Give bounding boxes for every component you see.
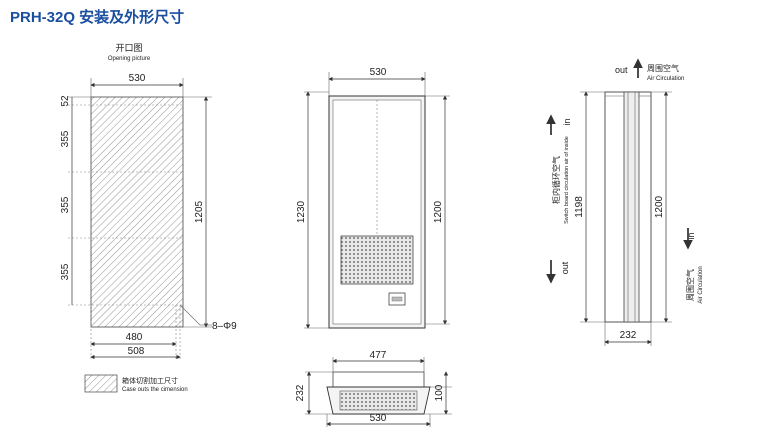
page-title: PRH-32Q 安装及外形尺寸 [10, 9, 185, 26]
opening-seg1: 52 [60, 95, 71, 107]
legend-cn: 箱体切割加工尺寸 [122, 376, 178, 385]
side-view: out 周围空气 Air Circulation in 柜内循环空气 Switc… [546, 58, 704, 346]
opening-height: 1205 [194, 200, 205, 223]
opening-title-en: Opening picture [108, 56, 151, 62]
side-height-right: 1200 [654, 195, 665, 218]
side-left-cn: 柜内循环空气 [551, 156, 561, 204]
opening-holes-label: 8–Φ9 [212, 321, 237, 332]
legend-swatch [84, 374, 118, 393]
side-top-en: Air Circulation [647, 76, 684, 82]
bottom-height-left: 232 [295, 384, 306, 401]
side-center-panel [623, 91, 640, 323]
front-width: 530 [370, 67, 387, 78]
side-right-en: Air Circulation [698, 266, 704, 303]
bottom-width: 530 [370, 413, 387, 424]
bottom-top-width: 477 [370, 350, 387, 361]
legend: 箱体切割加工尺寸 Case outs the cimension [84, 374, 188, 393]
front-height-right: 1200 [433, 200, 444, 223]
legend-en: Case outs the cimension [122, 387, 188, 393]
opening-drawing: 开口图 Opening picture 530 52 355 355 355 1… [60, 43, 237, 360]
side-top-cn: 周围空气 [647, 63, 679, 73]
opening-seg4: 355 [60, 263, 71, 280]
side-height-left: 1198 [574, 196, 585, 218]
opening-seg3: 355 [60, 196, 71, 213]
front-grille [340, 235, 414, 285]
bottom-grille [339, 390, 418, 411]
bottom-view: 477 232 100 530 [295, 350, 452, 427]
opening-inner-width: 480 [126, 332, 143, 343]
side-top-out: out [615, 65, 628, 75]
front-height-left: 1230 [296, 200, 307, 223]
opening-cutout [90, 96, 184, 328]
side-right-in: in [686, 232, 696, 239]
front-view: 530 1230 1200 [296, 67, 450, 329]
opening-title-cn: 开口图 [115, 43, 142, 53]
side-right-cn: 周围空气 [685, 269, 695, 301]
opening-outer-width: 508 [128, 346, 145, 357]
side-left-out: out [560, 261, 570, 274]
bottom-height-right: 100 [434, 384, 445, 401]
opening-top-width: 530 [129, 73, 146, 84]
opening-seg2: 355 [60, 130, 71, 147]
bottom-top-box [332, 371, 425, 388]
side-width: 232 [620, 330, 637, 341]
side-left-en: Switch board circulation air of inside [564, 136, 570, 224]
side-left-in: in [562, 118, 572, 125]
